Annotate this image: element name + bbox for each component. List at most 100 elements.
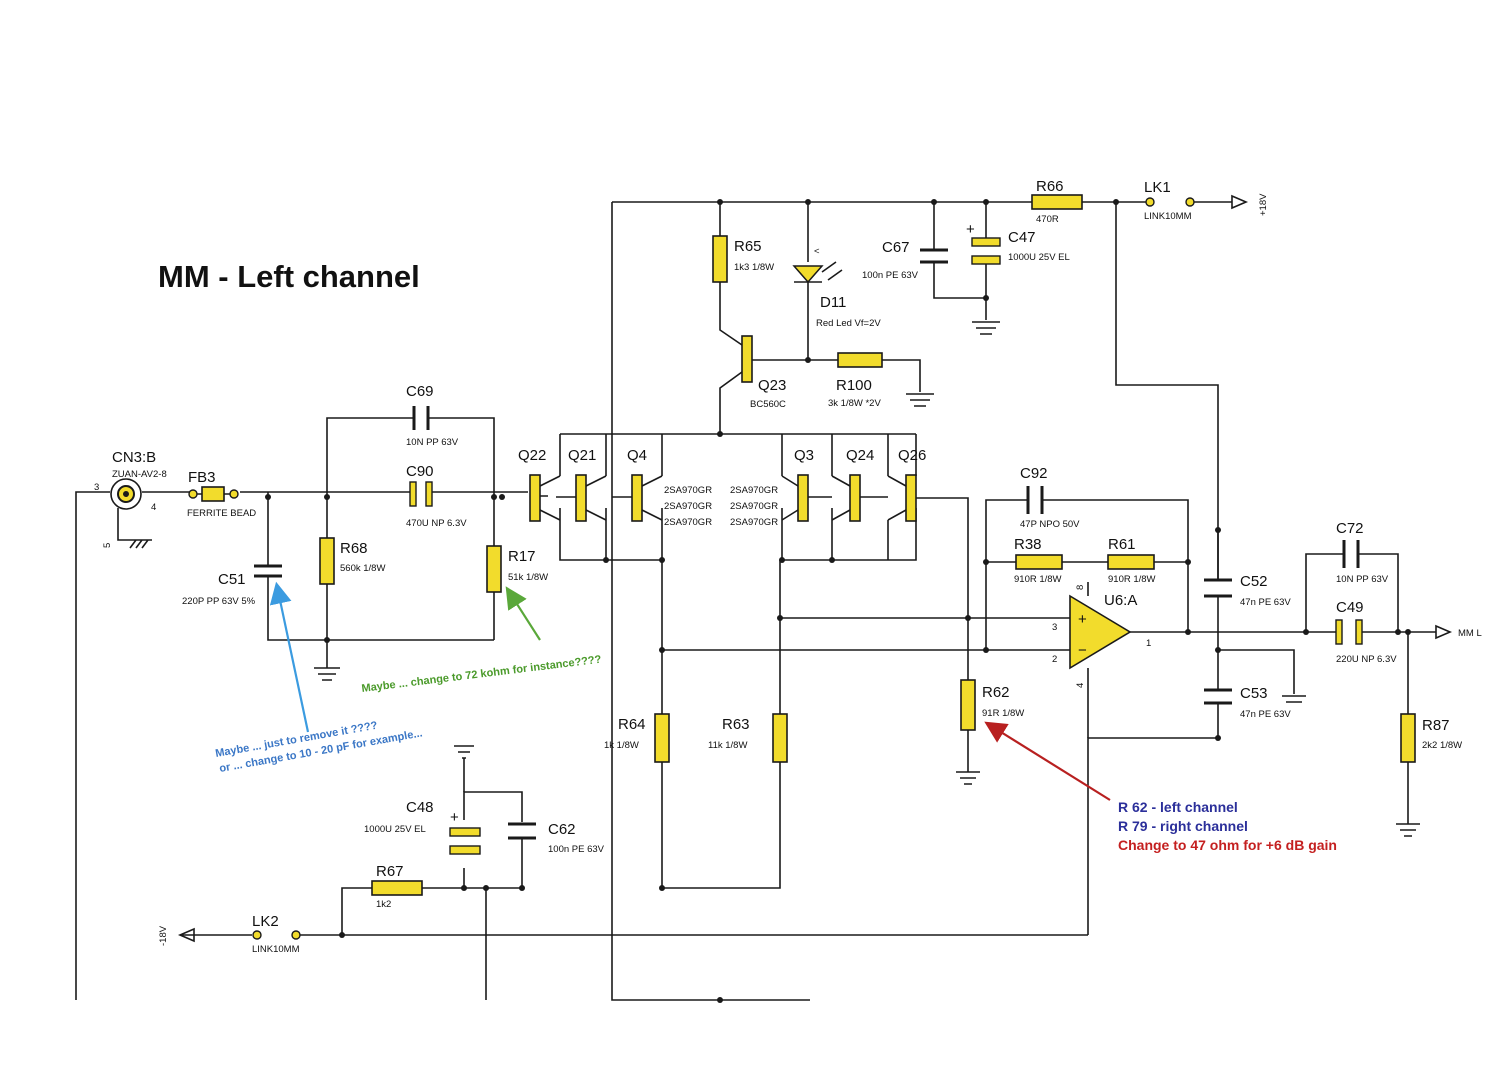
u6-pin8: 8: [1075, 585, 1086, 590]
r63-value: 11k 1/8W: [708, 740, 747, 751]
r62-ref: R62: [982, 684, 1010, 701]
c62-value: 100n PE 63V: [548, 844, 605, 855]
fb3-ferrite-bead: FB3 FERRITE BEAD: [187, 469, 256, 519]
c67-ref: C67: [882, 239, 910, 256]
r68-resistor: R68 560k 1/8W: [314, 537, 385, 681]
c53-value: 47n PE 63V: [1240, 709, 1291, 720]
r64-ref: R64: [618, 716, 646, 733]
input-transistors: Q22 Q21 Q4 Q3 Q24 Q26 2SA970GR 2SA970GR …: [518, 434, 926, 560]
q24-ref: Q24: [846, 447, 874, 464]
r17-resistor: R17 51k 1/8W: [486, 545, 548, 593]
wires: [75, 201, 1436, 1001]
pos-rail-label: +18V: [1258, 193, 1269, 216]
c51-value: 220P PP 63V 5%: [182, 596, 256, 607]
q23-ref: Q23: [758, 377, 786, 394]
c72-value: 10N PP 63V: [1336, 574, 1389, 585]
q21-ref: Q21: [568, 447, 596, 464]
c49-value: 220U NP 6.3V: [1336, 654, 1397, 665]
opamp-plus: +: [1078, 611, 1087, 628]
note-r62-line2: R 79 - right channel: [1118, 818, 1248, 834]
output-stage: C72 10N PP 63V C49 220U NP 6.3V MM L R87…: [1335, 520, 1482, 837]
r61-value: 910R 1/8W: [1108, 574, 1156, 585]
gain-resistors: R62 91R 1/8W R64 1k 1/8W R63 11k 1/8W: [604, 679, 1024, 785]
q4-part-2: 2SA970GR: [664, 501, 712, 512]
c67-value: 100n PE 63V: [862, 270, 919, 281]
d11-value: Red Led Vf=2V: [816, 318, 881, 329]
c92-value: 47P NPO 50V: [1020, 519, 1080, 530]
neg-rail-label: -18V: [158, 925, 169, 946]
r65-ref: R65: [734, 238, 762, 255]
lk2-value: LINK10MM: [252, 944, 300, 955]
q23-value: BC560C: [750, 399, 786, 410]
c90-value: 470U NP 6.3V: [406, 518, 467, 529]
c72-ref: C72: [1336, 520, 1364, 537]
q4-part-3: 2SA970GR: [664, 517, 712, 528]
input-connector: CN3:B ZUAN-AV2-8 3 4 5: [94, 449, 167, 549]
q4-ref: Q4: [627, 447, 647, 464]
page-title: MM - Left channel: [158, 259, 420, 294]
cn3-pin4: 4: [151, 502, 156, 513]
c53-ref: C53: [1240, 685, 1268, 702]
r87-value: 2k2 1/8W: [1422, 740, 1462, 751]
q3-part-3: 2SA970GR: [730, 517, 778, 528]
fb3-value: FERRITE BEAD: [187, 508, 256, 519]
r67-ref: R67: [376, 863, 404, 880]
cn3-pin5: 5: [102, 543, 113, 548]
q4-part-1: 2SA970GR: [664, 485, 712, 496]
q3-ref: Q3: [794, 447, 814, 464]
positive-rail: R66 470R LK1 LINK10MM +18V: [1031, 178, 1269, 225]
c92-ref: C92: [1020, 465, 1048, 482]
q26-ref: Q26: [898, 447, 926, 464]
note-r62-line3: Change to 47 ohm for +6 dB gain: [1118, 837, 1337, 853]
c69-value: 10N PP 63V: [406, 437, 459, 448]
r64-value: 1k 1/8W: [604, 740, 639, 751]
c51-ref: C51: [218, 571, 246, 588]
output-label: MM L: [1458, 628, 1482, 639]
lk1-ref: LK1: [1144, 179, 1171, 196]
opamp-decoupling: C52 47n PE 63V C53 47n PE 63V: [1204, 573, 1306, 720]
c90-ref: C90: [406, 463, 434, 480]
c62-ref: C62: [548, 821, 576, 838]
c69-capacitor: C69 10N PP 63V: [406, 383, 459, 448]
d11-ref: D11: [820, 294, 846, 311]
c47-ref: C47: [1008, 229, 1036, 246]
r62-value: 91R 1/8W: [982, 708, 1024, 719]
c90-capacitor: C90 470U NP 6.3V: [406, 463, 467, 529]
r67-value: 1k2: [376, 899, 391, 910]
r17-value: 51k 1/8W: [508, 572, 548, 583]
note-r17: Maybe ... change to 72 kohm for instance…: [361, 654, 602, 695]
r17-ref: R17: [508, 548, 536, 565]
c47-plus: +: [966, 221, 975, 238]
q22-ref: Q22: [518, 447, 546, 464]
c51-capacitor: C51 220P PP 63V 5%: [182, 564, 282, 607]
cn3-part: ZUAN-AV2-8: [112, 469, 167, 480]
note-r62-line1: R 62 - left channel: [1118, 799, 1238, 815]
r61-ref: R61: [1108, 536, 1136, 553]
u6-pin3: 3: [1052, 622, 1057, 633]
c48-ref: C48: [406, 799, 434, 816]
opamp-minus: −: [1078, 642, 1087, 659]
lk1-value: LINK10MM: [1144, 211, 1192, 222]
u6-pin1: 1: [1146, 638, 1151, 649]
r38-value: 910R 1/8W: [1014, 574, 1062, 585]
lk2-ref: LK2: [252, 913, 279, 930]
u6-pin4: 4: [1075, 683, 1086, 688]
q3-part-1: 2SA970GR: [730, 485, 778, 496]
negative-rail: + C48 1000U 25V EL C62 100n PE 63V R67 1…: [158, 745, 605, 955]
cn3-ref: CN3:B: [112, 449, 156, 466]
r66-ref: R66: [1036, 178, 1064, 195]
r100-ref: R100: [836, 377, 872, 394]
feedback-network: C92 47P NPO 50V R38 910R 1/8W R61 910R 1…: [1014, 465, 1156, 585]
c48-value: 1000U 25V EL: [364, 824, 426, 835]
c48-plus: +: [450, 809, 459, 826]
led-anode-mark: <: [814, 246, 820, 257]
fb3-ref: FB3: [188, 469, 216, 486]
junction-dots: [265, 199, 1411, 1003]
u6-pin2: 2: [1052, 654, 1057, 665]
r66-value: 470R: [1036, 214, 1059, 225]
r63-ref: R63: [722, 716, 750, 733]
cn3-pin3: 3: [94, 482, 99, 493]
c52-ref: C52: [1240, 573, 1268, 590]
r100-value: 3k 1/8W *2V: [828, 398, 881, 409]
